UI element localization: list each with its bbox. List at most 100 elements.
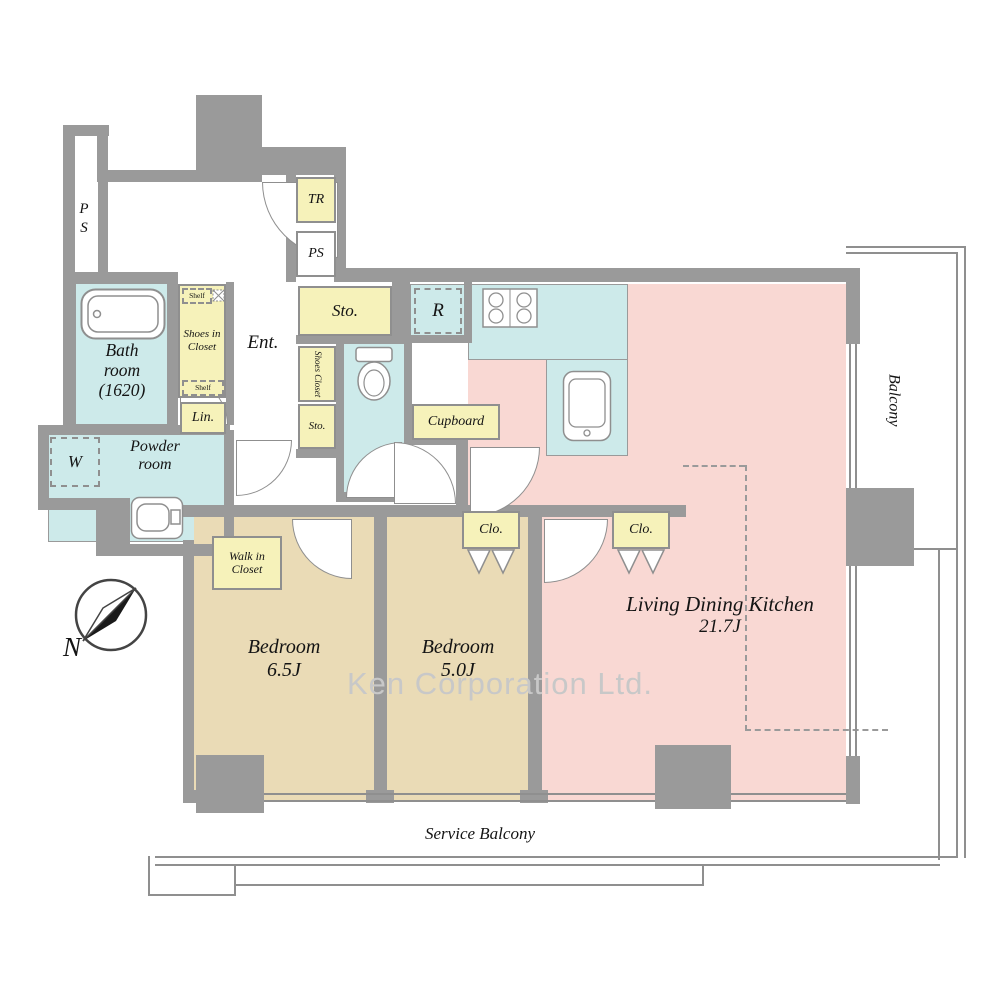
window-line: [849, 566, 851, 756]
refrigerator-label: R: [432, 300, 444, 321]
shelf-label: Shelf: [195, 382, 211, 392]
bedroom-1-label: Bedroom 6.5J: [247, 636, 321, 681]
linen-closet-box: Lin.: [180, 402, 226, 434]
balcony-railing-line: [702, 864, 704, 886]
wall: [528, 505, 542, 802]
shelf-cross-icon: [212, 289, 225, 302]
shoes-closet-strip: Shoes Closet: [298, 346, 336, 402]
linen-closet-label: Lin.: [191, 410, 215, 426]
balcony-railing-line: [956, 252, 958, 858]
balcony-railing-line: [846, 246, 966, 248]
wall: [97, 125, 108, 182]
wall: [412, 437, 460, 445]
bifold-door-icon: [616, 549, 666, 575]
shelf-box: Shelf: [182, 380, 224, 396]
washer-space-box: W: [50, 437, 100, 487]
wall: [296, 449, 344, 458]
wall: [456, 437, 468, 517]
wall: [392, 282, 410, 338]
vanity-sink-icon: [130, 496, 184, 540]
bedroom-2-label: Bedroom 5.0J: [421, 636, 495, 681]
pipe-space-box: PS: [296, 231, 336, 277]
cupboard-box: Cupboard: [412, 404, 500, 440]
walk-in-closet-label: Closet: [231, 562, 263, 576]
storage-label: Sto.: [332, 300, 358, 320]
closet-label: Clo.: [479, 522, 503, 538]
window-line: [855, 344, 857, 488]
wall: [63, 125, 109, 136]
pillar: [196, 755, 264, 813]
refrigerator-space: [410, 284, 466, 338]
wall: [183, 790, 199, 803]
pillar: [196, 95, 262, 182]
closet-box-1: Clo.: [462, 511, 520, 549]
storage-box-large: Sto.: [298, 286, 392, 336]
balcony-railing-line: [234, 864, 236, 896]
window-line: [855, 566, 857, 756]
balcony-railing-line: [148, 856, 150, 896]
powder-room-label: Powder room: [130, 438, 180, 474]
wall: [226, 282, 234, 425]
balcony-railing-line: [914, 548, 958, 550]
compass-north-label: N: [62, 632, 81, 662]
wall: [846, 282, 860, 344]
ldk-dashed-line: [745, 465, 747, 731]
walk-in-closet-label: Walk in: [229, 548, 265, 563]
ldk-label: Living Dining Kitchen 21.7J: [626, 592, 814, 638]
washer-label: W: [67, 452, 83, 471]
wall: [296, 335, 412, 344]
ldk-dashed-line: [683, 465, 745, 467]
cupboard-label: Cupboard: [427, 414, 485, 430]
toilet-icon: [350, 346, 398, 404]
pillar: [655, 745, 731, 809]
wall: [336, 344, 344, 494]
wall: [374, 505, 387, 802]
shoes-in-closet-label: Shoes in: [183, 327, 221, 340]
compass-icon: [72, 576, 150, 654]
pillar: [96, 498, 130, 556]
balcony-railing-line: [148, 894, 236, 896]
wall: [183, 540, 194, 802]
balcony-railing-line: [155, 864, 940, 866]
window-line: [731, 800, 846, 802]
wall: [224, 430, 234, 556]
pipe-space-shaft-label: PS: [79, 201, 89, 236]
wall: [464, 282, 472, 340]
storage-box-small: Sto.: [298, 404, 336, 449]
storage-label: Sto.: [308, 420, 326, 433]
pillar: [846, 488, 914, 566]
wall: [63, 272, 178, 284]
wall: [126, 544, 234, 556]
pipe-space-label: PS: [308, 246, 324, 261]
closet-label: Clo.: [629, 522, 653, 538]
walk-in-closet-box: Walk in Closet: [212, 536, 282, 590]
balcony-railing-line: [938, 548, 940, 860]
service-balcony-label: Service Balcony: [425, 824, 535, 843]
wall: [38, 498, 110, 510]
watermark: Ken Corporation Ltd.: [346, 666, 654, 701]
shoes-in-closet-box: Shelf Shoes in Closet Shelf: [178, 284, 226, 398]
bathroom-label: Bath room (1620): [98, 340, 146, 401]
wall: [846, 756, 860, 804]
shelf-box: Shelf: [182, 288, 212, 304]
stove-icon: [482, 288, 538, 328]
window-line: [264, 793, 655, 795]
bifold-door-icon: [466, 549, 516, 575]
window-line: [731, 793, 846, 795]
wall: [404, 335, 412, 502]
wall: [38, 425, 48, 510]
shoes-closet-strip-label: Shoes Closet: [312, 350, 323, 398]
window-line: [264, 800, 655, 802]
balcony-railing-line: [155, 856, 958, 858]
door-swing: [236, 440, 292, 496]
wall: [75, 425, 230, 435]
entrance-label: Ent.: [247, 332, 279, 353]
balcony-railing-line: [846, 252, 958, 254]
trunk-room-box: TR: [296, 177, 336, 223]
balcony-railing-line: [964, 246, 966, 858]
wall: [98, 180, 108, 278]
window-line: [849, 344, 851, 488]
wall: [404, 335, 472, 343]
shelf-label: Shelf: [189, 290, 205, 300]
